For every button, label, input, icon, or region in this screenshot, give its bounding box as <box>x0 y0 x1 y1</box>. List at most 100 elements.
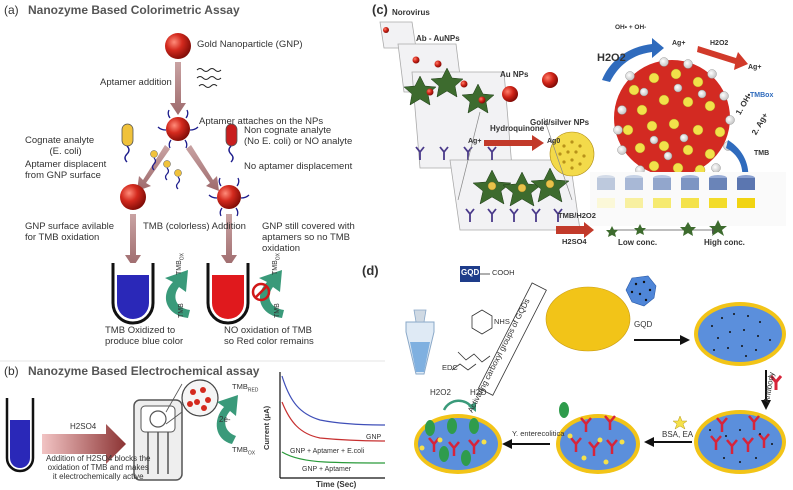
gqd-box-label: GQD <box>461 268 480 277</box>
gnp-aptamer-strands <box>157 109 199 149</box>
displaced-aptamers <box>150 150 182 190</box>
chart-ylabel: Current (μA) <box>262 405 271 450</box>
ag-plus-right-label: Ag+ <box>748 64 762 71</box>
no-oxidation-label: NO oxidation of TMB so Red color remains <box>224 325 314 347</box>
panel-b-label: (b) <box>4 364 19 378</box>
curve-gnp-label: GNP <box>366 434 382 441</box>
big-arrow-b <box>42 424 126 464</box>
tmb-h2o2-arrow <box>556 222 594 238</box>
tmb-right-label: TMB <box>274 303 281 318</box>
oh-radicals-label: OH• + OH- <box>615 24 647 31</box>
h2o-d-label: H2O <box>470 388 487 397</box>
panel-c-label: (c) <box>372 2 388 17</box>
aptamer-attaches-label: Aptamer attaches on the NPs <box>199 116 324 127</box>
low-conc-label: Low conc. <box>618 238 658 247</box>
tube-red <box>206 263 250 325</box>
no-displacement-label: No aptamer displacement <box>244 161 353 172</box>
non-cognate-red <box>225 123 238 147</box>
prohibition-icon <box>251 282 271 302</box>
gnp-top <box>165 33 191 59</box>
panel-c-graphics <box>379 21 786 238</box>
surface-available-label: GNP surface avilable for TMB oxidation <box>25 221 115 243</box>
chart-xlabel: Time (Sec) <box>316 480 357 489</box>
big-nanozyme <box>613 57 735 185</box>
nhs-label: NHS <box>494 317 510 326</box>
curve-ecoli-label: GNP + Aptamer + E.coli <box>290 448 365 455</box>
electrons-label: 2e- <box>219 415 231 424</box>
gold-silver-np <box>549 131 595 177</box>
panel-d-label: (d) <box>362 263 379 278</box>
norovirus-label: Norovirus <box>392 8 430 17</box>
gnp-label: Gold Nanoparticle (GNP) <box>197 39 303 50</box>
curve-ecoli <box>281 401 386 442</box>
teal-cycle-arrow <box>216 395 238 444</box>
panel-a: (a) Nanozyme Based Colorimetric Assay Go… <box>0 0 385 362</box>
ab-aunps-label: Ab - AuNPs <box>416 34 460 43</box>
gqd-label: GQD <box>634 320 653 329</box>
panel-c: (c) Norovirus Ab - AuNPs Au NPs Hydroqui… <box>372 0 793 250</box>
activating-box <box>478 282 547 396</box>
blocked-ellipse <box>556 414 640 474</box>
ag-zero-label: Ag0 <box>547 138 561 145</box>
teal-arrow-blue <box>165 270 190 318</box>
target-label: Y. enterecolitica <box>512 429 565 438</box>
h2o2-big-label: H2O2 <box>597 52 626 64</box>
curve-aptamer <box>281 451 386 464</box>
edc-label: EDC <box>442 363 458 372</box>
au-nps-label: Au NPs <box>500 70 529 79</box>
blue-arrow-left <box>602 38 664 82</box>
antibody-icon <box>769 375 783 390</box>
magnified-gnp <box>165 379 219 425</box>
gold-silver-label: Gold/silver NPs <box>530 118 590 127</box>
oxidized-label: TMB Oxidized to produce blue color <box>105 325 184 347</box>
gqd-blob <box>625 275 657 307</box>
tmb-h2o2-label: TMB/H2O2 <box>558 211 596 220</box>
ag-plus-top-label: Ag+ <box>672 40 686 47</box>
h2o2-d-label: H2O2 <box>430 388 451 397</box>
aptamer-squiggles <box>196 68 222 88</box>
au-np-big <box>502 86 518 102</box>
gold-ellipse <box>545 286 631 352</box>
gnp-bare <box>120 184 146 210</box>
ecoli-yellow <box>121 123 134 147</box>
covered-label: GNP still covered with aptamers so no TM… <box>262 221 355 254</box>
electrode <box>133 399 183 481</box>
tube-blue <box>111 263 155 325</box>
gqd-coated-1 <box>694 302 786 366</box>
antibody-coated <box>694 410 786 474</box>
gqd-box <box>460 266 480 282</box>
tmb-left-label: TMB <box>178 303 185 318</box>
au-np-right <box>542 72 558 88</box>
bacterium-icon <box>559 402 569 418</box>
arrow-left-branch <box>137 145 170 191</box>
gnp-aptamer <box>166 117 190 141</box>
aptamer-addition-label: Aptamer addition <box>100 77 172 88</box>
cognate-label: Cognate analyte (E. coli) <box>25 135 95 157</box>
panel-b-graphics <box>5 372 386 481</box>
panel-b: (b) Nanozyme Based Electrochemical assay… <box>0 362 386 490</box>
arrow-down-right <box>221 214 237 267</box>
tmb-ox-c-label: TMBox <box>750 92 774 99</box>
ag-plus-label: Ag+ <box>468 138 482 145</box>
tmb-ox-b-label: TMBOX <box>232 445 256 457</box>
final-ellipse <box>414 414 502 474</box>
tmb-red-label: TMBRED <box>232 382 259 394</box>
high-conc-label: High conc. <box>704 238 745 247</box>
h2o2-small-label: H2O2 <box>710 40 729 47</box>
curve-gnp <box>281 375 386 426</box>
h2so4-c-label: H2SO4 <box>562 237 587 246</box>
panel-a-graphics <box>0 33 385 362</box>
displacement-label: Aptamer displacent from GNP surface <box>25 159 107 181</box>
panel-d-graphics <box>405 266 786 474</box>
eppendorf-tube <box>405 309 435 375</box>
arrow-down-1 <box>170 62 186 115</box>
red-arrow-ag <box>697 46 748 70</box>
tmb-c-label: TMB <box>754 150 770 157</box>
hydroquinone-arrow <box>484 135 544 151</box>
gnp-covered <box>217 185 241 209</box>
bsa-label: BSA, EA <box>662 430 694 439</box>
cooh-label: COOH <box>492 268 515 277</box>
concentration-cylinders <box>590 172 786 226</box>
teal-arrow-red <box>259 270 284 318</box>
gqd-dots <box>709 313 773 463</box>
